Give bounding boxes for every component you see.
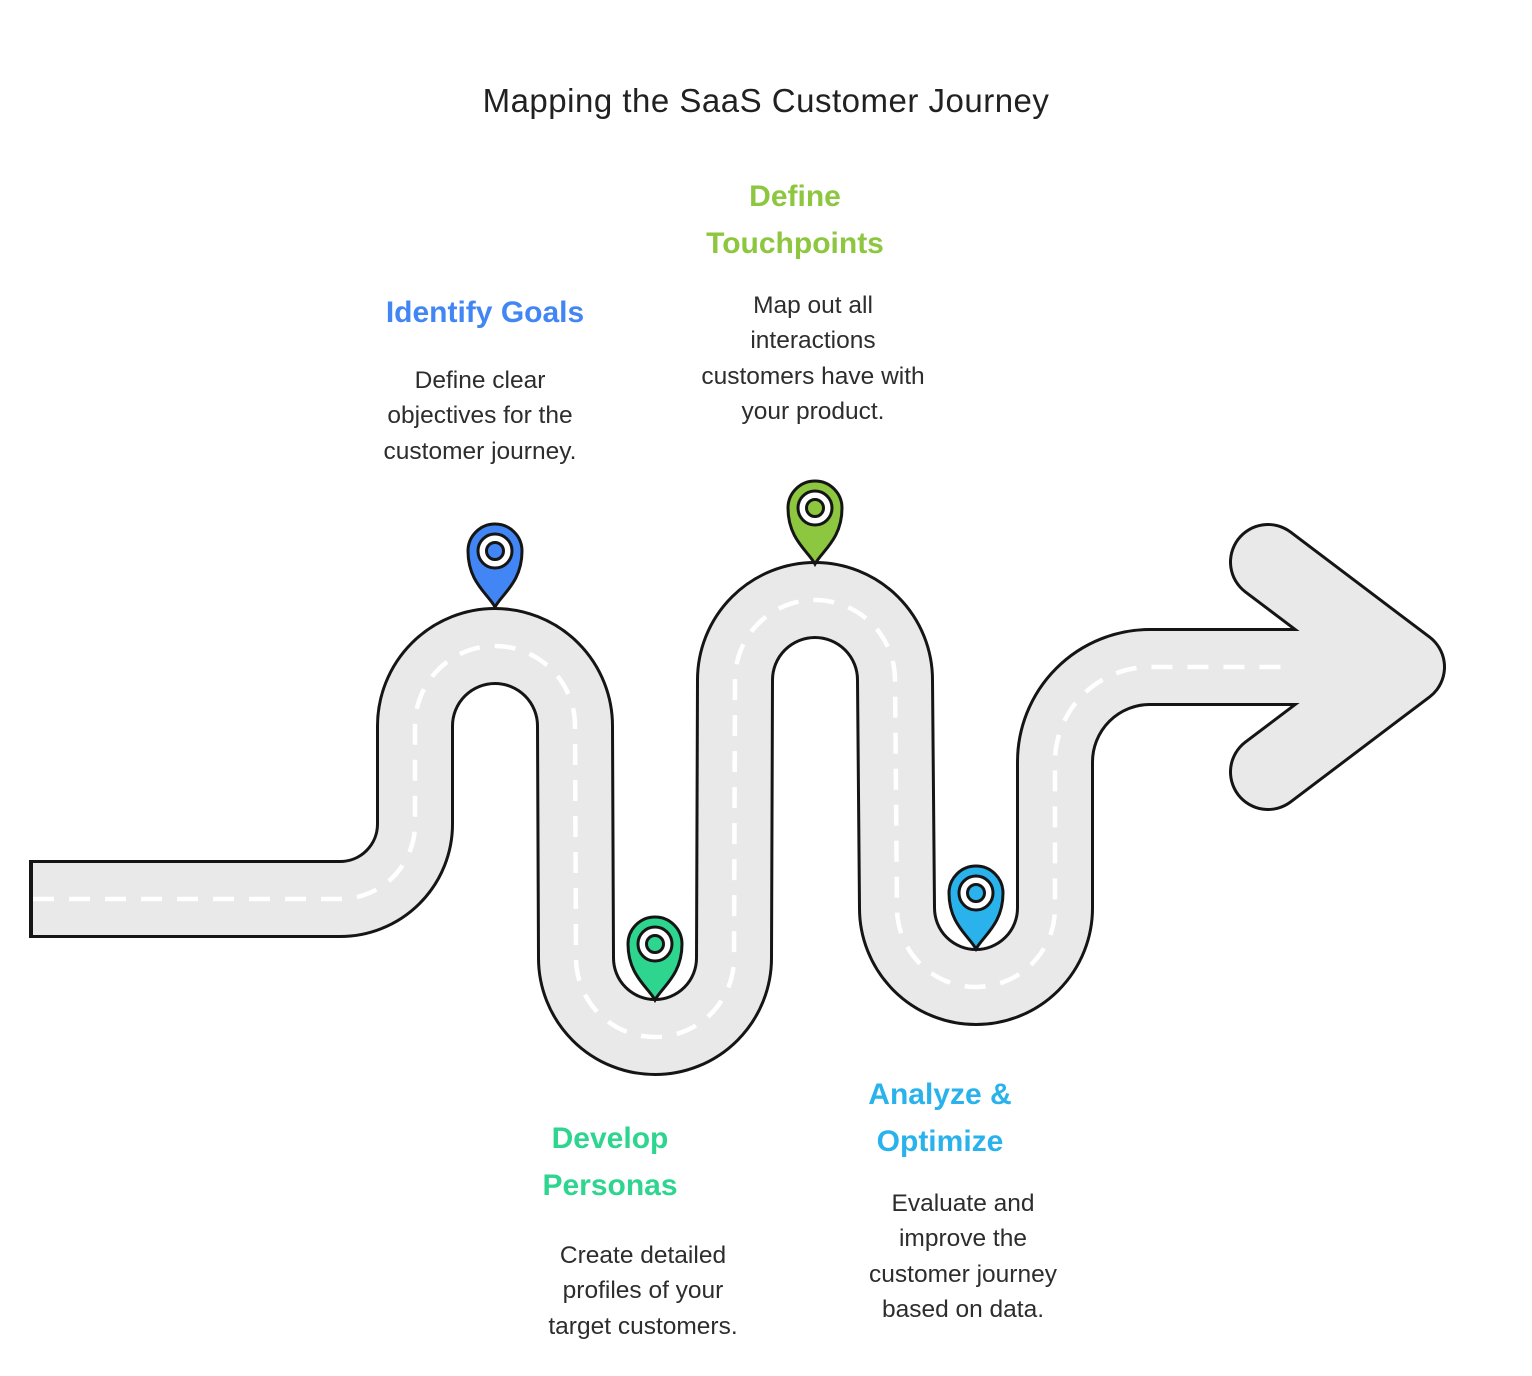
step-desc-define-touchpoints: Map out all interactions customers have … xyxy=(701,292,925,425)
step-desc-analyze-optimize: Evaluate and improve the customer journe… xyxy=(869,1190,1057,1323)
pin-center-dot xyxy=(645,934,665,954)
step-title-define-touchpoints: Define Touchpoints xyxy=(706,180,884,260)
pin-center-dot xyxy=(805,498,825,518)
pin-center-dot xyxy=(966,883,986,903)
step-title-develop-personas: Develop Personas xyxy=(542,1122,678,1202)
step-desc-identify-goals: Define clear objectives for the customer… xyxy=(383,367,577,465)
pin-analyze-optimize xyxy=(947,864,1005,953)
road-surface xyxy=(33,564,1350,1073)
step-desc-develop-personas: Create detailed profiles of your target … xyxy=(548,1242,738,1340)
arrowhead-surface xyxy=(1232,526,1443,808)
pin-define-touchpoints xyxy=(786,479,844,568)
pin-center-dot xyxy=(485,541,505,561)
step-title-analyze-optimize: Analyze & Optimize xyxy=(868,1078,1012,1158)
pin-develop-personas xyxy=(626,915,684,1004)
pin-identify-goals xyxy=(466,522,524,611)
page-title: Mapping the SaaS Customer Journey xyxy=(482,82,1050,119)
step-title-identify-goals: Identify Goals xyxy=(385,296,585,329)
road-centerline-dashes xyxy=(33,597,1290,1040)
